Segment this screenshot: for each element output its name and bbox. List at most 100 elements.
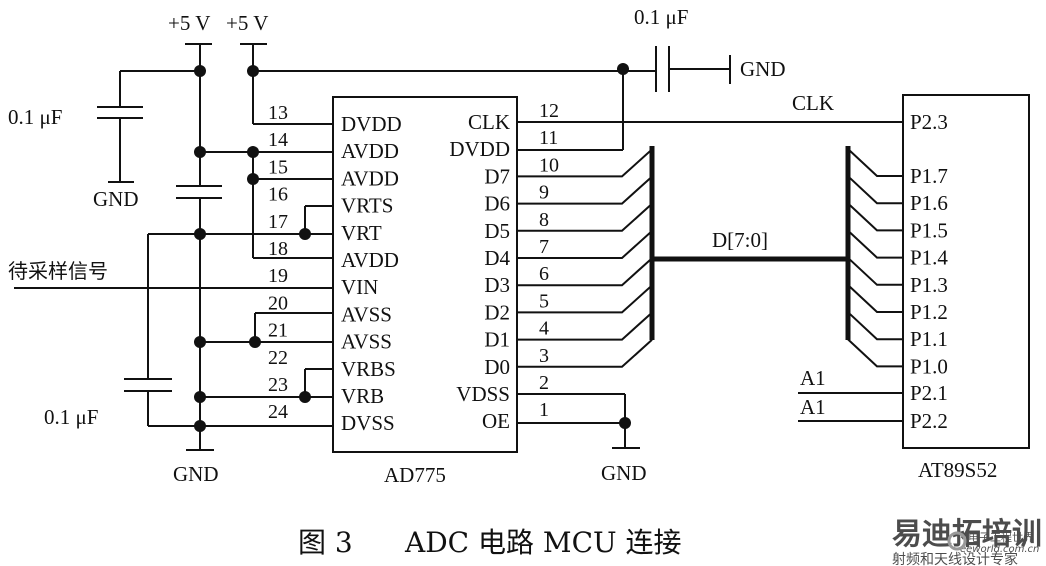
gnd-label-top-right: GND (740, 57, 786, 81)
adc-pin-number: 20 (268, 292, 288, 314)
mcu-name: AT89S52 (918, 458, 997, 482)
adc-left-wiring: 待采样信号 0.1 μF GND (8, 146, 333, 486)
bus-tap-mcu (847, 229, 903, 259)
adc-pin-name: D0 (484, 355, 510, 379)
adc-pin-name: AVSS (341, 302, 392, 326)
adc-pin-number: 5 (539, 290, 549, 312)
input-signal-label: 待采样信号 (8, 259, 108, 283)
adc-pin-name: VRBS (341, 357, 396, 381)
adc-pin-name: DVDD (341, 112, 402, 136)
adc-pin-number: 12 (539, 100, 559, 122)
adc-pin-name: VRB (341, 384, 384, 408)
mcu-pin-name: P2.2 (910, 409, 948, 433)
adc-pin-number: 11 (539, 127, 558, 149)
bus-tap-adc (517, 148, 653, 178)
watermark: 易迪拓培训 电子工程世界 eeworld.com.cn 射频和天线设计专家 (892, 517, 1042, 566)
bus-tap-adc (517, 311, 653, 341)
adc-pin-number: 10 (539, 154, 559, 176)
junction (299, 391, 311, 403)
adc-right-wiring: CLK GND 0.1 μF D[7:0] GND A1 A1 (517, 5, 903, 485)
adc-name: AD775 (384, 463, 446, 487)
junction (617, 63, 629, 75)
adc-pin-name: VDSS (456, 382, 510, 406)
mcu-pin-name: P1.4 (910, 246, 948, 270)
adc-pin-name: VIN (341, 275, 378, 299)
watermark-logo-icon (947, 531, 967, 551)
caption: 图 3 ADC 电路 MCU 连接 (298, 526, 682, 559)
bus-tap-mcu (847, 338, 903, 368)
bus-tap-adc (517, 175, 653, 205)
mcu-body (902, 94, 1030, 449)
adc-pin-number: 7 (539, 236, 549, 258)
mcu-pin-name: P2.1 (910, 381, 948, 405)
adc-pin-name: D2 (484, 300, 510, 324)
adc-pin-number: 14 (268, 129, 288, 151)
adc-pin-number: 15 (268, 156, 288, 178)
adc-pin-number: 9 (539, 182, 549, 204)
a1-label-bottom: A1 (800, 395, 826, 419)
adc-pin-name: AVDD (341, 248, 399, 272)
mcu-pin-name: P1.0 (910, 354, 948, 378)
bus-right-taps (847, 148, 903, 368)
adc-pin-number: 22 (268, 347, 288, 369)
mcu-pin-name: P1.6 (910, 191, 948, 215)
adc-right-pins: 12CLK11DVDD10D79D68D57D46D35D24D13D02VDS… (449, 100, 559, 433)
watermark-tag: 电子工程世界 (968, 531, 1034, 544)
adc-pin-name: DVSS (341, 411, 395, 435)
figure-number: 图 3 (298, 526, 353, 559)
adc-pin-name: D6 (484, 192, 510, 216)
adc-pin-name: CLK (468, 110, 510, 134)
adc-pin-name: OE (482, 409, 510, 433)
adc-pin-name: D7 (484, 164, 510, 188)
mcu-pin-name: P1.2 (910, 300, 948, 324)
mcu-chip: AT89S52 P2.3P1.7P1.6P1.5P1.4P1.3P1.2P1.1… (902, 94, 1030, 482)
a1-label-top: A1 (800, 366, 826, 390)
capacitor-rail (176, 185, 222, 199)
junction (249, 336, 261, 348)
adc-pin-name: VRT (341, 221, 382, 245)
adc-pin-number: 4 (539, 318, 549, 340)
junction (247, 173, 259, 185)
vcc-label-right: +5 V (226, 11, 268, 35)
adc-pin-name: DVDD (449, 137, 510, 161)
adc-pin-name: D5 (484, 219, 510, 243)
adc-pin-name: D1 (484, 328, 510, 352)
mcu-pins: P2.3P1.7P1.6P1.5P1.4P1.3P1.2P1.1P1.0P2.1… (910, 110, 948, 433)
data-bus-label: D[7:0] (712, 228, 768, 252)
adc-pin-number: 8 (539, 209, 549, 231)
power-rails: +5 V +5 V (168, 11, 656, 450)
bus-tap-adc (517, 230, 653, 259)
figure-title: ADC 电路 MCU 连接 (404, 526, 682, 559)
adc-pin-number: 2 (539, 372, 549, 394)
junction (619, 417, 631, 429)
bus-tap-adc (517, 284, 653, 314)
mcu-pin-name: P1.7 (910, 164, 948, 188)
adc-pin-number: 3 (539, 345, 549, 367)
mcu-pin-name: P2.3 (910, 110, 948, 134)
adc-pin-number: 21 (268, 320, 288, 342)
cap-label-top-right: 0.1 μF (634, 5, 688, 29)
adc-pin-name: D4 (484, 246, 510, 270)
adc-pin-number: 16 (268, 184, 288, 206)
bus-tap-adc (517, 203, 653, 232)
gnd-label-bottom-left: GND (173, 462, 219, 486)
adc-pin-number: 1 (539, 399, 549, 421)
adc-pin-number: 24 (268, 401, 288, 423)
watermark-site: eeworld.com.cn (960, 544, 1039, 555)
adc-pin-number: 6 (539, 263, 549, 285)
adc-pin-name: AVSS (341, 330, 392, 354)
junction (194, 391, 206, 403)
bus-left-taps (517, 148, 653, 368)
cap-label-top-left: 0.1 μF (8, 105, 62, 129)
cap-label-bottom-left: 0.1 μF (44, 405, 98, 429)
junction (299, 228, 311, 240)
mcu-pin-name: P1.3 (910, 273, 948, 297)
adc-body (332, 96, 518, 453)
adc-pin-number: 18 (268, 238, 288, 260)
adc-pin-name: AVDD (341, 166, 399, 190)
watermark-brand: 易迪拓培训 (892, 517, 1042, 552)
bus-tap-adc (517, 257, 653, 287)
adc-pin-number: 23 (268, 374, 288, 396)
